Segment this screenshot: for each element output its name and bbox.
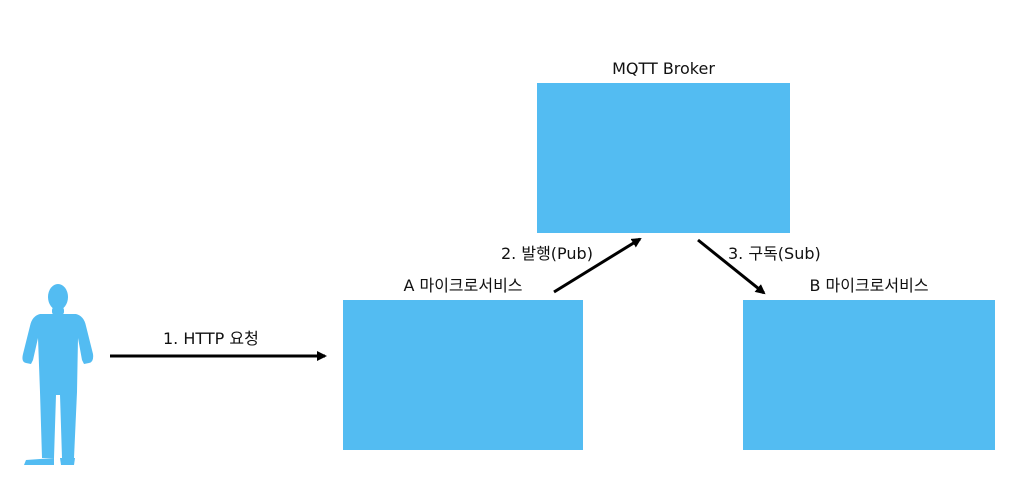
- publish-arrow: [553, 237, 642, 294]
- service-a-label: A 마이크로서비스: [403, 276, 523, 295]
- service-a-box: [343, 300, 583, 450]
- mqtt-broker-box: [537, 83, 790, 233]
- service-b-box: [743, 300, 995, 450]
- person-silhouette-icon: [22, 284, 94, 465]
- subscribe-arrow: [697, 238, 766, 295]
- broker-label: MQTT Broker: [612, 59, 715, 78]
- step-publish-label: 2. 발행(Pub): [501, 244, 593, 263]
- step-subscribe-label: 3. 구독(Sub): [728, 244, 821, 263]
- service-b-label: B 마이크로서비스: [809, 276, 929, 295]
- step-http-request-label: 1. HTTP 요청: [163, 329, 259, 348]
